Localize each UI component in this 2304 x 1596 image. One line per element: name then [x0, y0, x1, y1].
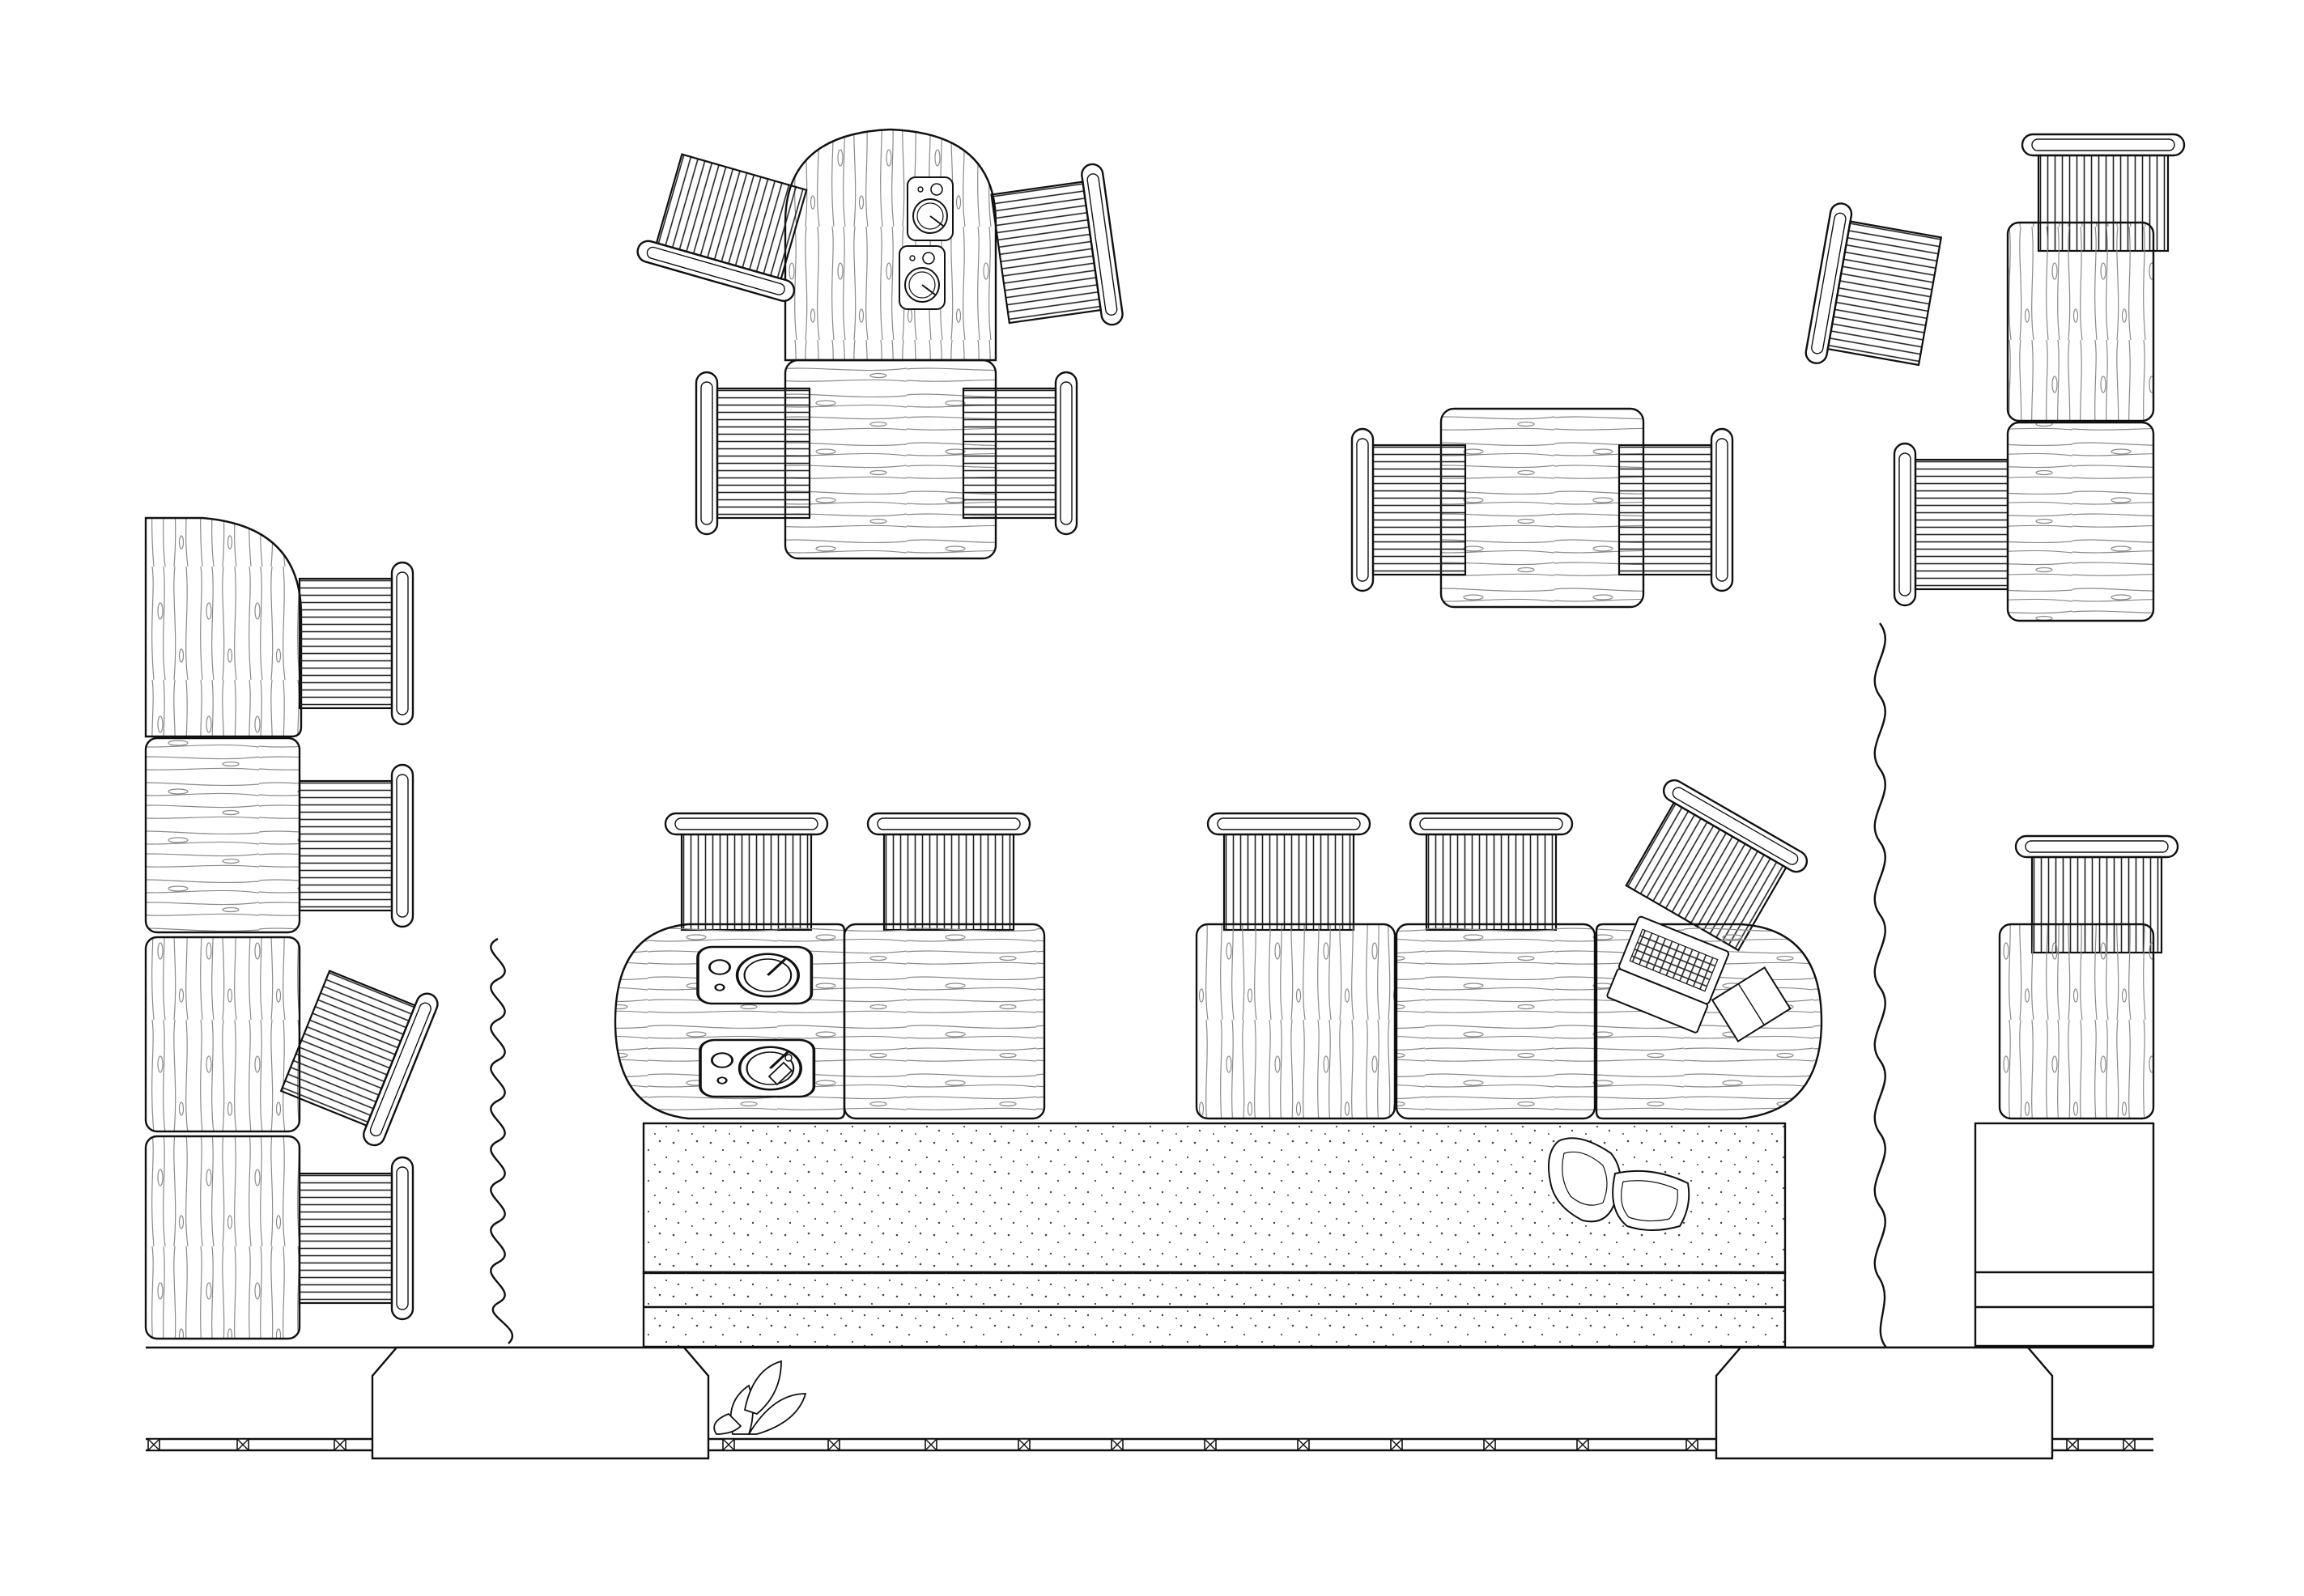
chair[interactable] — [298, 763, 414, 928]
rail-x-marker — [1204, 1438, 1217, 1451]
rail-x-marker — [2066, 1438, 2079, 1451]
rail-x-marker — [147, 1438, 160, 1451]
rail-x-marker — [827, 1438, 840, 1451]
right-top-cluster — [1803, 133, 2186, 622]
bottle-icon — [767, 1054, 793, 1086]
bar-table-3 — [1195, 923, 1396, 1120]
rail-x-marker — [1483, 1438, 1496, 1451]
chair[interactable] — [988, 162, 1125, 340]
left-planter — [371, 1346, 807, 1460]
right-top-table — [2006, 221, 2155, 422]
turntable-icon[interactable] — [699, 1038, 816, 1098]
rail-x-marker — [1297, 1438, 1310, 1451]
rail-x-marker — [1111, 1438, 1124, 1451]
top-center-cluster — [634, 128, 1125, 560]
chair[interactable] — [1206, 812, 1371, 932]
chair[interactable] — [298, 561, 414, 726]
left-round-table — [144, 516, 303, 738]
chair[interactable] — [962, 371, 1078, 536]
chair[interactable] — [1803, 201, 1945, 382]
left-table-cluster — [144, 516, 442, 1340]
left-table-2 — [144, 736, 301, 934]
mid-center-cluster — [1350, 407, 1734, 609]
left-table-3 — [144, 936, 301, 1133]
chair[interactable] — [1409, 812, 1574, 932]
pillow-icon — [1612, 1169, 1690, 1231]
chair[interactable] — [1893, 442, 2009, 607]
chair[interactable] — [1617, 427, 1734, 592]
bar-table-4 — [1395, 923, 1596, 1120]
bench-row — [614, 775, 2179, 1348]
notebook-icon — [1711, 966, 1792, 1043]
rail-x-marker — [236, 1438, 249, 1451]
rail-x-marker — [334, 1438, 346, 1451]
left-table-4 — [144, 1135, 301, 1340]
turntable-icon[interactable] — [907, 176, 954, 241]
rail-x-marker — [1390, 1438, 1403, 1451]
right-bottom-table — [1998, 923, 2155, 1120]
rail-x-marker — [2123, 1438, 2136, 1451]
chair[interactable] — [298, 1156, 414, 1321]
pillow-icon — [1548, 1137, 1622, 1223]
wavy-curtain-left — [490, 937, 514, 1344]
laptop-icon[interactable] — [1606, 915, 1730, 1034]
top-center-round-table — [784, 128, 997, 362]
chair[interactable] — [866, 812, 1031, 932]
rail-x-marker — [1018, 1438, 1031, 1451]
right-second-table — [2006, 421, 2155, 622]
turntable-icon[interactable] — [899, 245, 946, 310]
right-bench — [1974, 1122, 2155, 1348]
rail-x-marker — [722, 1438, 735, 1451]
rail-x-marker — [1576, 1438, 1589, 1451]
chair[interactable] — [664, 812, 829, 932]
leaf-plant-icon — [713, 1360, 807, 1435]
bar-table-2 — [843, 923, 1046, 1120]
right-planter — [1715, 1346, 2054, 1460]
rail-x-marker — [925, 1438, 937, 1451]
chair[interactable] — [1350, 427, 1467, 592]
wavy-curtain-right — [1873, 622, 1887, 1348]
chair[interactable] — [695, 371, 811, 536]
mid-center-square-table — [1439, 407, 1645, 609]
turntable-icon[interactable] — [696, 945, 814, 1005]
rail-x-marker — [1685, 1438, 1698, 1451]
